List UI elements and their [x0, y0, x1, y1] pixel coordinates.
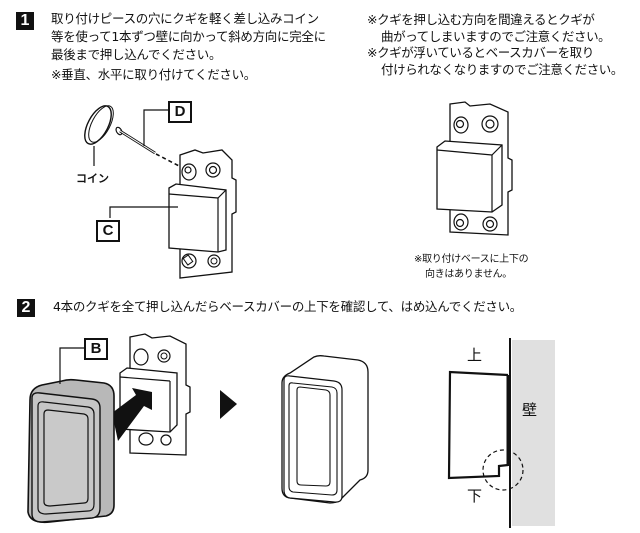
bottom-label: 下	[467, 487, 483, 505]
step-1-line-2: 等を使って1本ずつ壁に向かって斜め方向に完全に	[51, 29, 326, 44]
coin-label: コイン	[76, 172, 109, 185]
step-1-badge: 1	[16, 12, 34, 30]
push-arrow-icon	[112, 388, 152, 441]
warning-1: ※クギを押し込む方向を間違えるとクギが 曲がってしまいますのでご注意ください。	[367, 12, 611, 45]
part-d-label: D	[168, 101, 192, 123]
step-2-text: 4本のクギを全て押し込んだらベースカバーの上下を確認して、はめ込んでください。	[53, 299, 523, 314]
wall-label: 壁	[522, 401, 538, 419]
step-2-badge: 2	[17, 299, 35, 317]
nail-icon	[115, 109, 184, 169]
warning-2: ※クギが浮いているとベースカバーを取り 付けられなくなりますのでご注意ください。	[367, 45, 623, 78]
step-1-line-3: 最後まで押し込んでください。	[51, 47, 222, 62]
part-b-label: B	[84, 338, 108, 360]
base-note-line-1: ※取り付けベースに上下の	[414, 254, 529, 265]
step-1-line-1: 取り付けピースの穴にクギを軽く差し込みコイン	[51, 11, 319, 26]
mounting-base-icon	[109, 149, 237, 279]
part-c-label: C	[96, 220, 120, 242]
warning-1-line-2: 曲がってしまいますのでご注意ください。	[381, 28, 611, 44]
coin-icon	[84, 105, 114, 166]
wall-section-diagram	[447, 338, 555, 528]
mounting-base-icon	[119, 333, 191, 456]
warning-1-line-1: ※クギを押し込む方向を間違えるとクギが	[367, 12, 595, 27]
base-cover-icon	[27, 347, 115, 524]
warning-2-line-2: 付けられなくなりますのでご注意ください。	[381, 61, 624, 77]
top-label: 上	[467, 346, 483, 364]
step-1-sub-note: ※垂直、水平に取り付けてください。	[51, 67, 256, 82]
base-note-line-2: 向きはありません。	[425, 269, 512, 280]
base-cover-front-icon	[281, 355, 369, 504]
next-step-arrow-icon	[220, 390, 237, 419]
warning-2-line-1: ※クギが浮いているとベースカバーを取り	[367, 45, 594, 60]
